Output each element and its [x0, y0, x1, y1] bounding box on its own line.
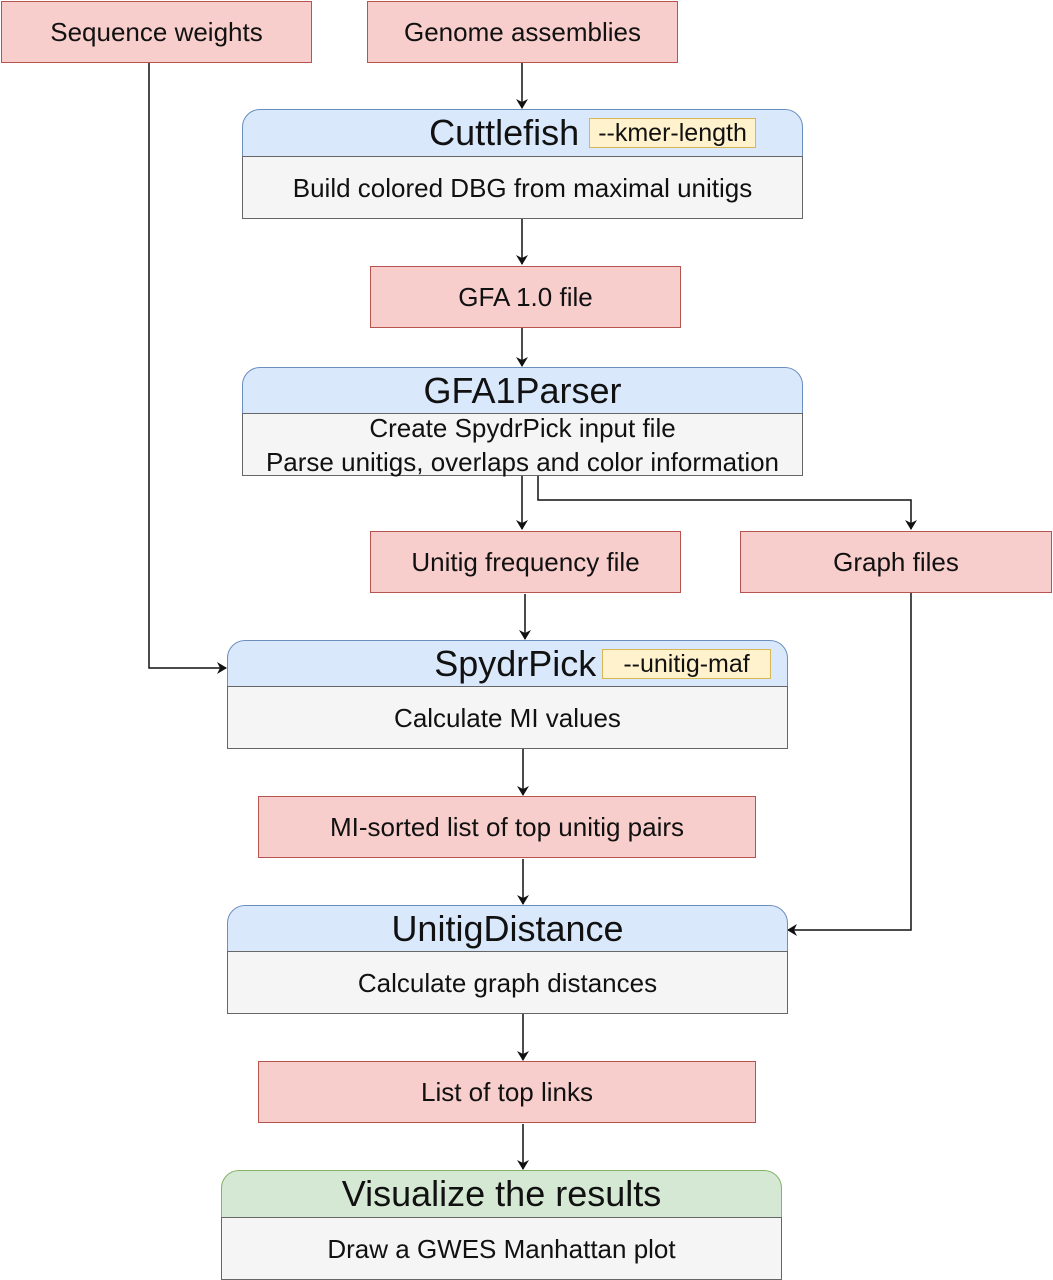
visualize-title: Visualize the results	[341, 1173, 662, 1214]
gfa-file-node: GFA 1.0 file	[370, 266, 681, 328]
edge-parser-to-graphfiles	[537, 476, 917, 530]
cuttlefish-body: Build colored DBG from maximal unitigs	[242, 156, 803, 219]
top-links-label: List of top links	[421, 1076, 593, 1107]
unitigdistance-description: Calculate graph distances	[357, 967, 658, 998]
genome-assemblies-label: Genome assemblies	[404, 16, 641, 47]
cuttlefish-description: Build colored DBG from maximal unitigs	[292, 172, 753, 203]
unitigdistance-header: UnitigDistance	[227, 905, 788, 952]
spydrpick-title: SpydrPick	[434, 642, 597, 684]
unitigdistance-title: UnitigDistance	[391, 907, 624, 949]
kmer-length-param: --kmer-length	[589, 118, 756, 148]
genome-assemblies-node: Genome assemblies	[367, 1, 678, 63]
gfa-file-label: GFA 1.0 file	[458, 281, 593, 312]
visualize-body: Draw a GWES Manhattan plot	[221, 1217, 782, 1280]
graph-files-label: Graph files	[833, 546, 959, 577]
edge-graphfiles-to-unitigdistance	[787, 590, 912, 936]
gfa1parser-step: GFA1Parser Create SpydrPick input file P…	[242, 367, 803, 477]
visualize-header: Visualize the results	[221, 1170, 782, 1218]
gfa1parser-body: Create SpydrPick input file Parse unitig…	[242, 412, 803, 477]
edge-seqweights-to-spydrpick	[148, 63, 227, 674]
unitig-frequency-file-node: Unitig frequency file	[370, 531, 681, 593]
spydrpick-body: Calculate MI values	[227, 686, 788, 749]
unitig-frequency-file-label: Unitig frequency file	[411, 546, 640, 577]
gfa1parser-line-1: Create SpydrPick input file	[369, 412, 676, 443]
cuttlefish-header: Cuttlefish --kmer-length	[242, 109, 803, 157]
unitigdistance-step: UnitigDistance Calculate graph distances	[227, 905, 788, 1014]
spydrpick-description: Calculate MI values	[394, 702, 621, 733]
gfa1parser-title: GFA1Parser	[423, 369, 622, 411]
cuttlefish-step: Cuttlefish --kmer-length Build colored D…	[242, 109, 803, 219]
unitig-maf-param: --unitig-maf	[602, 648, 771, 679]
unitigdistance-body: Calculate graph distances	[227, 951, 788, 1014]
gfa1parser-line-2: Parse unitigs, overlaps and color inform…	[265, 446, 780, 477]
mi-sorted-list-label: MI-sorted list of top unitig pairs	[329, 811, 685, 842]
visualize-description: Draw a GWES Manhattan plot	[327, 1233, 676, 1264]
mi-sorted-list-node: MI-sorted list of top unitig pairs	[258, 796, 756, 858]
gfa1parser-header: GFA1Parser	[242, 367, 803, 414]
visualize-step: Visualize the results Draw a GWES Manhat…	[221, 1170, 782, 1280]
top-links-node: List of top links	[258, 1061, 756, 1123]
spydrpick-header: SpydrPick --unitig-maf	[227, 640, 788, 687]
graph-files-node: Graph files	[740, 531, 1052, 593]
cuttlefish-title: Cuttlefish	[429, 112, 580, 153]
sequence-weights-node: Sequence weights	[1, 1, 312, 63]
spydrpick-step: SpydrPick --unitig-maf Calculate MI valu…	[227, 640, 788, 749]
sequence-weights-label: Sequence weights	[50, 16, 263, 47]
